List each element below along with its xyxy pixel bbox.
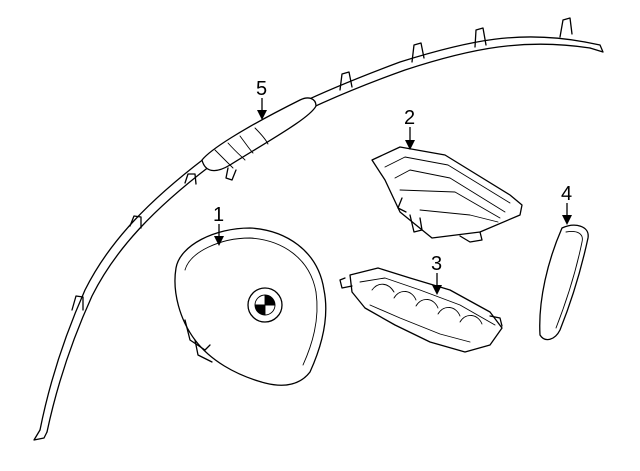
callout-arrows — [214, 98, 572, 295]
passenger-airbag-part-2 — [371, 146, 523, 243]
side-airbag-part-4 — [539, 224, 589, 341]
callout-3: 3 — [431, 253, 442, 275]
curtain-airbag-part-5 — [33, 17, 604, 441]
callout-4: 4 — [561, 183, 572, 205]
callout-2: 2 — [404, 107, 415, 129]
callout-5: 5 — [256, 78, 267, 100]
callout-1: 1 — [213, 204, 224, 226]
knee-airbag-part-3 — [339, 267, 503, 353]
driver-airbag-part-1 — [174, 227, 327, 386]
